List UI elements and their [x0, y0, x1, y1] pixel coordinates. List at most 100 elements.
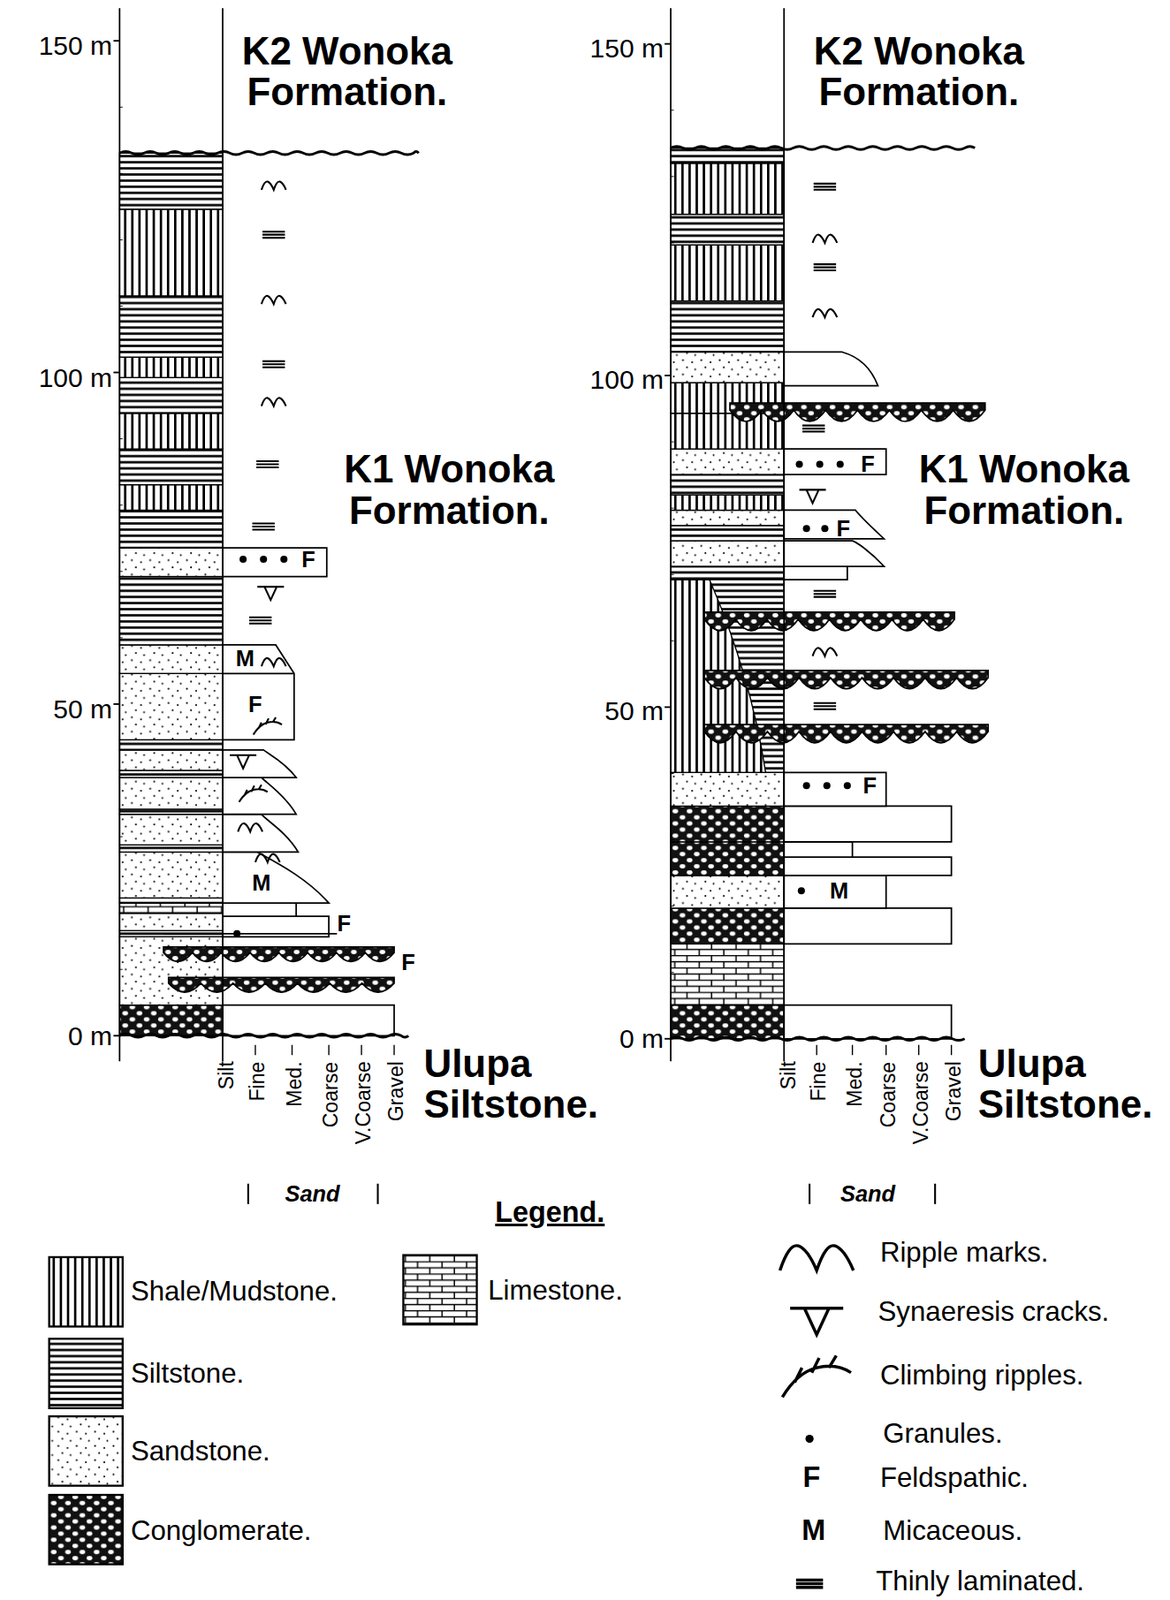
sand-bracket — [808, 1184, 811, 1205]
stratigraphic-column — [664, 7, 988, 1205]
sedimentary-symbol — [253, 717, 282, 736]
grain-size-profile — [222, 645, 295, 740]
depth-tick — [670, 905, 674, 907]
granule-dot — [797, 887, 806, 895]
base-unconformity — [670, 1037, 965, 1041]
legend-label: Ripple marks. — [880, 1238, 1049, 1269]
grain-size-profile — [783, 351, 878, 386]
sedimentary-symbol — [261, 181, 287, 190]
rock-bed — [119, 413, 223, 449]
sedimentary-symbol — [812, 235, 838, 244]
rock-bed — [119, 739, 223, 751]
formation-name: K1 Wonoka Formation. — [326, 448, 572, 531]
grain-size-label: Silt — [215, 1062, 237, 1091]
depth-label: 150 m — [590, 34, 664, 63]
legend-swatch — [49, 1257, 123, 1328]
depth-tick — [664, 706, 671, 708]
rock-bed — [670, 805, 784, 842]
legend-label: Feldspathic. — [880, 1464, 1029, 1494]
legend-label: Siltstone. — [130, 1359, 244, 1390]
grain-size-profile — [783, 509, 884, 539]
grain-tick — [851, 1045, 853, 1057]
sedimentary-symbol — [799, 489, 827, 503]
rock-bed — [670, 842, 784, 876]
depth-tick — [664, 374, 671, 377]
sedimentary-symbol — [255, 854, 281, 863]
grain-size-label: Gravel — [942, 1062, 965, 1123]
grain-size-label: Med. — [283, 1062, 305, 1108]
sedimentary-symbol — [262, 361, 285, 368]
rock-bed — [119, 377, 223, 413]
grain-tick — [327, 1045, 329, 1057]
depth-tick — [119, 504, 122, 506]
depth-tick — [670, 839, 674, 841]
legend-swatch — [49, 1416, 123, 1487]
grain-tick — [254, 1045, 256, 1057]
feldspathic-mark: F — [248, 692, 263, 717]
sedimentary-symbol — [813, 264, 836, 271]
grain-size-profile — [222, 1005, 395, 1037]
legend-graphics — [49, 1245, 854, 1588]
rock-bed — [670, 214, 784, 246]
formation-name: Ulupa Siltstone. — [978, 1043, 1157, 1125]
sedimentary-symbol — [813, 183, 836, 190]
feldspathic-mark: F — [401, 950, 416, 975]
legend-swatch — [49, 1495, 123, 1566]
legend-swatch — [49, 1338, 123, 1409]
depth-tick — [119, 239, 122, 241]
grain-size-profile — [783, 908, 951, 944]
rock-bed — [670, 509, 784, 525]
rock-bed — [670, 494, 784, 510]
sedimentary-symbol — [256, 461, 279, 468]
base-unconformity — [119, 1034, 409, 1038]
grain-size-profile — [783, 857, 951, 876]
legend-label: Granules. — [882, 1420, 1003, 1450]
sand-label: Sand — [840, 1182, 896, 1207]
grain-tick — [393, 1045, 395, 1057]
depth-tick — [113, 1034, 120, 1037]
depth-tick — [119, 836, 122, 838]
rock-bed — [670, 1005, 784, 1040]
grain-size-profile — [783, 1005, 951, 1040]
depth-tick — [113, 372, 120, 374]
sedimentary-symbol — [237, 823, 263, 832]
rock-bed — [119, 509, 223, 548]
depth-tick — [670, 242, 674, 244]
rock-bed — [119, 152, 223, 210]
legend-symbol — [780, 1245, 854, 1271]
drawing — [49, 7, 989, 1588]
formation-name: Ulupa Siltstone. — [423, 1043, 628, 1125]
rock-bed — [119, 809, 223, 815]
grain-size-label: Coarse — [319, 1062, 342, 1128]
sedimentary-symbol — [261, 658, 287, 667]
rock-bed — [119, 357, 223, 378]
legend-symbol — [782, 1355, 851, 1398]
depth-tick — [119, 106, 122, 108]
depth-tick — [113, 39, 120, 42]
depth-tick — [670, 773, 674, 775]
rock-bed — [670, 772, 784, 806]
granule-dot — [239, 555, 247, 563]
top-unconformity — [119, 151, 418, 155]
sedimentary-symbol — [813, 591, 836, 598]
conglomerate-lens — [729, 402, 986, 422]
grain-size-profile — [222, 547, 327, 577]
rock-bed — [670, 301, 784, 353]
granule-dot — [796, 460, 804, 468]
sedimentary-symbol — [249, 617, 272, 624]
conglomerate-lens — [704, 724, 988, 744]
grain-tick — [950, 1045, 952, 1057]
depth-label: 100 m — [38, 364, 113, 393]
top-unconformity — [670, 146, 975, 150]
depth-label: 50 m — [604, 697, 664, 726]
depth-tick — [670, 441, 674, 443]
rock-bed — [119, 770, 223, 778]
legend-symbol — [790, 1308, 844, 1336]
depth-tick — [119, 305, 122, 307]
legend-label: Synaeresis cracks. — [878, 1298, 1110, 1328]
rock-bed — [670, 875, 784, 909]
rock-bed — [670, 244, 784, 302]
depth-label: 50 m — [53, 695, 113, 724]
depth-tick — [670, 640, 674, 642]
